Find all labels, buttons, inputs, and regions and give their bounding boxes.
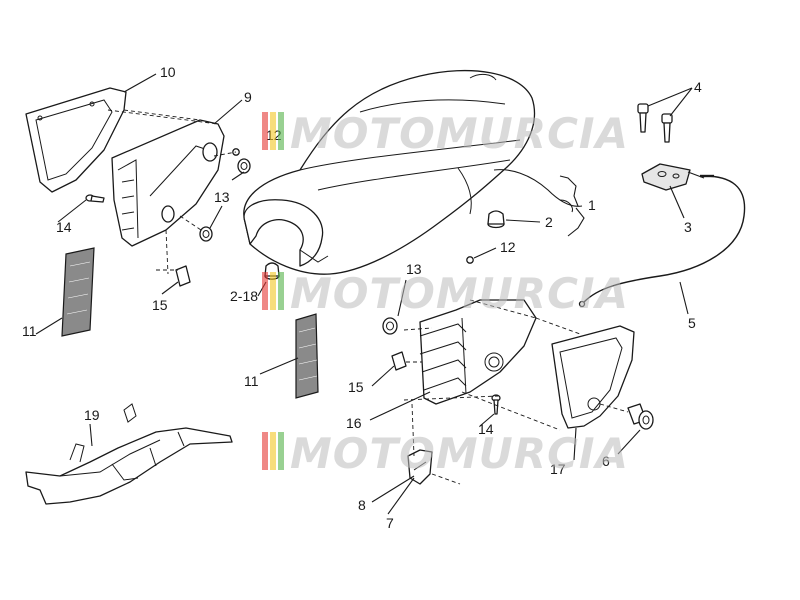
screw-upper (85, 194, 105, 203)
seat-bumper-pad (487, 210, 505, 229)
callout-15-lower: 15 (348, 379, 364, 395)
assembly-guides (107, 109, 629, 485)
callout-15-upper: 15 (152, 297, 168, 313)
watermark-middle: MOTOMURCIA (262, 269, 629, 318)
watermark-text-bottom: MOTOMURCIA (290, 429, 629, 478)
callout-2-18: 2-18 (230, 288, 258, 304)
under-seat-tray (25, 403, 233, 505)
lock-cylinder (627, 403, 654, 430)
mesh-grille-middle (295, 313, 319, 399)
callout-11-left: 11 (22, 323, 37, 339)
callout-14-lower: 14 (478, 421, 494, 437)
clip-lower (391, 351, 407, 371)
right-side-cover (551, 325, 635, 429)
watermark-text-top: MOTOMURCIA (290, 109, 629, 158)
callout-19: 19 (84, 407, 100, 423)
screw-lower (491, 394, 501, 415)
callout-8: 8 (358, 497, 366, 513)
clip-upper (175, 265, 191, 287)
watermark-bottom: MOTOMURCIA (262, 429, 629, 478)
left-side-panel (111, 119, 225, 247)
callout-9: 9 (244, 89, 252, 105)
callout-4: 4 (694, 79, 702, 95)
callout-1: 1 (588, 197, 596, 213)
callout-6: 6 (602, 453, 610, 469)
nut-lower (466, 256, 474, 264)
screw-pair (637, 103, 673, 143)
callout-13-upper: 13 (214, 189, 230, 205)
watermark-text-middle: MOTOMURCIA (290, 269, 629, 318)
callout-5: 5 (688, 315, 696, 331)
callout-labels: 10 9 1 2 4 3 5 6 14 12 13 15 11 2-18 12 … (22, 64, 702, 531)
callout-13-lower: 13 (406, 261, 422, 277)
callout-17: 17 (550, 461, 566, 477)
grommet-upper (199, 158, 251, 242)
left-side-cover (25, 87, 127, 193)
right-side-panel (419, 299, 537, 405)
callout-12-lower: 12 (500, 239, 516, 255)
callout-16: 16 (346, 415, 362, 431)
seat-release-cable (578, 174, 746, 308)
callout-10: 10 (160, 64, 176, 80)
grommet-lower (382, 317, 398, 335)
mesh-grille-left (61, 247, 95, 337)
seat-lock-bracket (641, 163, 705, 191)
seat (243, 69, 536, 275)
callout-11-middle: 11 (244, 373, 259, 389)
watermark-top: MOTOMURCIA (262, 109, 629, 158)
callout-2: 2 (545, 214, 553, 230)
callout-7: 7 (386, 515, 394, 531)
callout-14-upper: 14 (56, 219, 72, 235)
callout-3: 3 (684, 219, 692, 235)
leader-lines (35, 73, 693, 515)
